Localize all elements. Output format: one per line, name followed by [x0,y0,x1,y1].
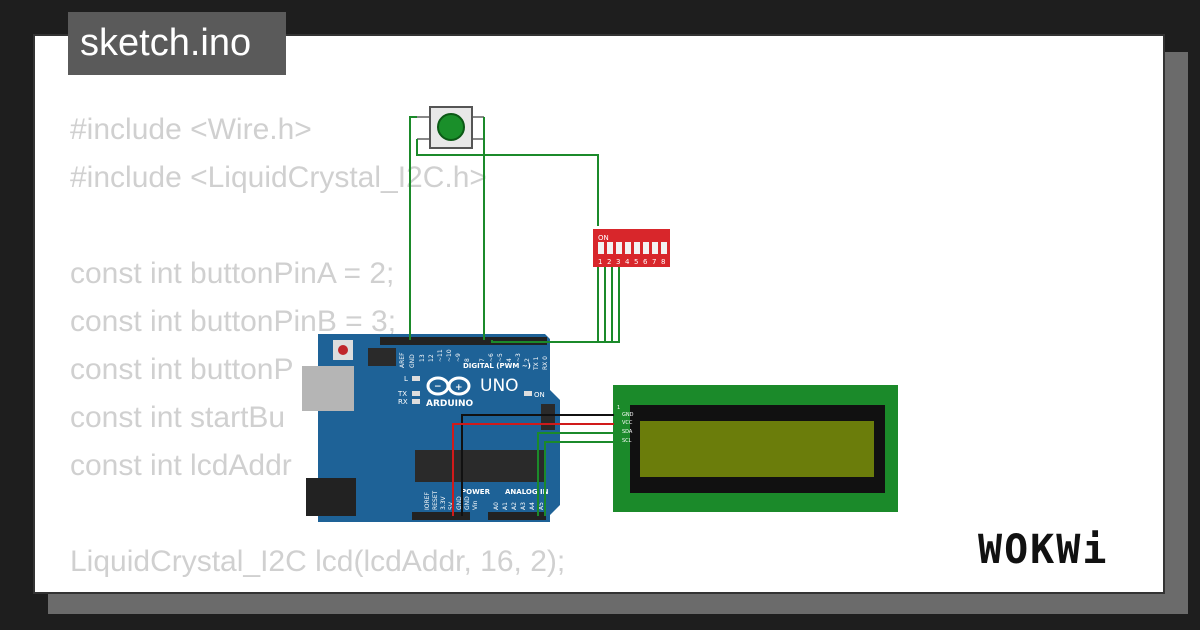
lcd-pin-one-label: 1 [617,405,620,411]
brand-label: ARDUINO [426,399,474,409]
arduino-logo-icon: − + [426,376,471,396]
model-label: UNO [480,376,519,396]
rx-label: RX [398,398,408,406]
dip-switch[interactable]: ON 1 2 3 4 5 6 7 8 [593,229,670,267]
top-pin-labels: AREF GND 13 12 ~11 ~10 ~9 8 7 ~6 ~5 4 ~3… [399,347,549,371]
file-tab[interactable]: sketch.ino [68,12,286,75]
power-label: POWER [461,488,491,496]
button-cap[interactable] [437,113,465,141]
lcd-screen [640,421,874,477]
code-line: const int buttonPinA = 2; [70,257,395,290]
analog-label: ANALOG IN [505,488,549,496]
code-line: const int buttonP [70,353,294,386]
code-line: #include <Wire.h> [70,113,312,146]
code-preview: #include <Wire.h> #include <LiquidCrystal… [70,106,565,586]
code-line: const int buttonPinB = 3; [70,305,397,338]
wires [409,116,620,516]
pushbutton[interactable] [417,106,484,149]
lcd-pin-labels: GND VCC SDA SCL [622,412,634,444]
code-line: const int lcdAddr [70,449,292,482]
icsp-header [368,348,396,366]
code-line: #include <LiquidCrystal_I2C.h> [70,161,487,194]
dip-numbers: 1 2 3 4 5 6 7 8 [598,258,665,266]
svg-text:+: + [455,383,463,393]
svg-text:SCL: SCL [622,438,632,444]
svg-text:SDA: SDA [622,429,633,435]
analog-header [488,512,546,520]
microcontroller-chip [415,450,545,482]
tx-label: TX [397,390,407,398]
lcd-display[interactable]: 1 GND VCC SDA SCL [613,385,898,512]
arduino-uno[interactable]: AREF GND 13 12 ~11 ~10 ~9 8 7 ~6 ~5 4 ~3… [302,334,560,522]
digital-header [380,337,528,345]
dip-toggles[interactable] [598,242,667,254]
svg-text:−: − [434,382,442,392]
on-label: ON [534,391,545,399]
dip-on-label: ON [598,234,609,242]
code-line: const int startBu [70,401,286,434]
svg-text:GND: GND [622,412,634,418]
power-pin-labels: IOREF RESET 3.3V 5V GND GND Vin [424,489,479,510]
svg-text:VCC: VCC [622,420,633,426]
usb-port [302,366,354,411]
wokwi-logo: WOKWi [978,527,1109,573]
l-label: L [404,375,408,383]
code-line: LiquidCrystal_I2C lcd(lcdAddr, 16, 2); [70,545,566,578]
power-header [412,512,470,520]
digital-label: DIGITAL (PWM ~) [463,362,531,370]
power-jack [306,478,356,516]
analog-pin-labels: A0 A1 A2 A3 A4 A5 [493,500,545,510]
